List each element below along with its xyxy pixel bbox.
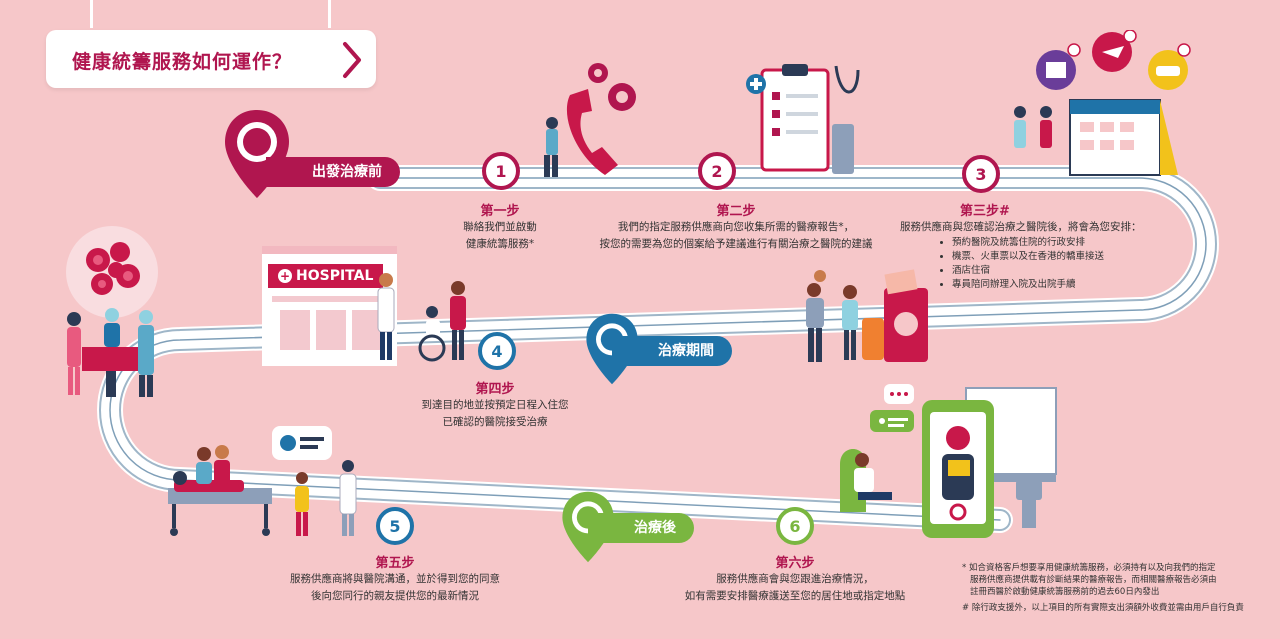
stage-label-during: 治療期間	[612, 336, 732, 366]
video-call-illustration	[840, 384, 1057, 538]
footnote-star-line: * 如合資格客戶想要享用健康統籌服務，必須持有以及向我們的指定	[962, 563, 1216, 573]
step-6-line: 服務供應商會與您跟進治療情況，	[716, 573, 874, 585]
step-5-line: 服務供應商將與醫院溝通，並於得到您的同意	[290, 573, 500, 585]
step-3-bullets: 預約醫院及統籌住院的行政安排 機票、火車票以及在香港的轎車接送 酒店住宿 專員陪…	[940, 236, 1170, 292]
step-3-text: 第三步# 服務供應商與您確認治療之醫院後，將會為您安排： 預約醫院及統籌住院的行…	[900, 200, 1170, 292]
page-title: 健康統籌服務如何運作？	[72, 51, 293, 73]
step-2-line: 我們的指定服務供應商向您收集所需的醫療報告*，	[617, 221, 855, 233]
step-6-text: 第六步 服務供應商會與您跟進治療情況， 如有需要安排醫療護送至您的居住地或指定地…	[660, 552, 930, 605]
step-6-line: 如有需要安排醫療護送至您的居住地或指定地點	[684, 590, 906, 602]
step-4-line: 已確認的醫院接受治療	[442, 416, 548, 428]
step-4-title: 第四步	[475, 382, 515, 397]
footnote-star-line: 註冊西醫於啟動健康統籌服務前的過去60日內發出	[970, 587, 1160, 597]
step-3-title: 第三步#	[960, 204, 1010, 219]
step-5-title: 第五步	[375, 556, 415, 571]
step-5-line: 後向您同行的親友提供您的最新情況	[311, 590, 479, 602]
step-1-number: 1	[482, 152, 520, 190]
stage-label-before: 出發治療前	[266, 157, 400, 187]
hospital-windows	[272, 296, 388, 350]
step-5-text: 第五步 服務供應商將與醫院溝通，並於得到您的同意 後向您同行的親友提供您的最新情…	[270, 552, 520, 605]
step-2-line: 按您的需要為您的個案給予建議進行有關治療之醫院的建議	[599, 238, 873, 250]
step-2-title: 第二步	[716, 204, 756, 219]
step-4-number: 4	[478, 332, 516, 370]
list-item: 酒店住宿	[952, 264, 1170, 278]
hospital-sign-text: HOSPITAL	[296, 268, 374, 284]
step-3-number: 3	[962, 155, 1000, 193]
list-item: 機票、火車票以及在香港的轎車接送	[952, 250, 1170, 264]
calendar-travel-illustration	[1014, 30, 1191, 176]
step-6-title: 第六步	[775, 556, 815, 571]
clipboard-stethoscope-illustration	[746, 64, 860, 174]
step-4-text: 第四步 到達目的地並按預定日程入住您 已確認的醫院接受治療	[400, 378, 590, 431]
patient-bed-illustration	[168, 445, 272, 536]
phone-gears-illustration	[544, 63, 636, 177]
list-item: 預約醫院及統籌住院的行政安排	[952, 236, 1170, 250]
step-1-text: 第一步 聯絡我們並啟動 健康統籌服務*	[430, 200, 570, 253]
list-item: 專員陪同辦理入院及出院手續	[952, 278, 1170, 292]
step-1-line: 聯絡我們並啟動	[463, 221, 537, 233]
footnote-star-line: 服務供應商提供載有診斷結果的醫療報告，而相關醫療報告必須由	[970, 575, 1217, 585]
title-box	[46, 30, 376, 88]
step-4-line: 到達目的地並按預定日程入住您	[421, 399, 569, 411]
step-5-number: 5	[376, 507, 414, 545]
wheelchair-people-illustration	[377, 273, 466, 362]
surgery-illustration	[67, 308, 154, 397]
blood-cells-illustration	[66, 226, 158, 318]
step-1-title: 第一步	[480, 204, 520, 219]
hospital-sign: + HOSPITAL	[268, 264, 384, 288]
family-luggage-illustration	[806, 269, 928, 362]
step-2-number: 2	[698, 152, 736, 190]
footnote-hash: # 除行政支援外，以上項目的所有實際支出須額外收費並需由用戶自行負責	[962, 603, 1244, 613]
plus-icon: +	[278, 269, 292, 283]
chat-doctor-illustration	[272, 426, 357, 536]
step-2-text: 第二步 我們的指定服務供應商向您收集所需的醫療報告*， 按您的需要為您的個案給予…	[586, 200, 886, 253]
chevron-right-icon[interactable]	[340, 40, 364, 80]
footnotes: * 如合資格客戶想要享用健康統籌服務，必須持有以及向我們的指定 服務供應商提供載…	[962, 562, 1270, 614]
stage-label-after: 治療後	[588, 513, 694, 543]
step-3-line: 服務供應商與您確認治療之醫院後，將會為您安排：	[900, 221, 1142, 233]
step-6-number: 6	[776, 507, 814, 545]
step-1-line: 健康統籌服務*	[465, 238, 535, 250]
